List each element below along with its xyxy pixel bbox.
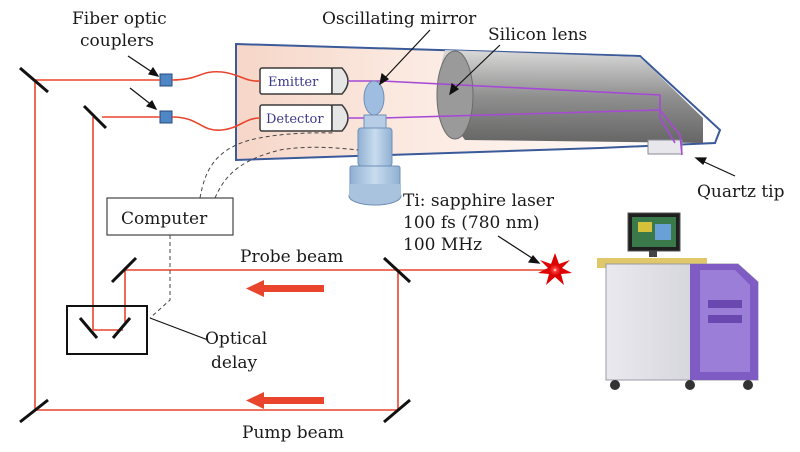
probe-beam-arrow <box>246 280 324 297</box>
fiber-couplers-label-line2: couplers <box>80 31 154 51</box>
pump-beam-arrow <box>246 392 324 409</box>
mirror-bottom-right <box>383 398 411 424</box>
optical-delay-box <box>66 305 148 355</box>
oscillating-mirror-label: Oscillating mirror <box>322 9 477 29</box>
detector-label: Detector <box>266 112 324 127</box>
emitter-module: Emitter <box>259 67 349 95</box>
pump-beam-label: Pump beam <box>242 423 344 443</box>
laser-label-line3: 100 MHz <box>403 235 482 255</box>
cable-to-delay <box>149 235 171 319</box>
emitter-label: Emitter <box>268 75 319 90</box>
fiber-couplers-label-line1: Fiber optic <box>72 9 167 29</box>
cable-to-mirror <box>214 146 359 199</box>
leader-lines <box>127 29 736 341</box>
silicon-lens-label: Silicon lens <box>488 25 587 45</box>
cable-to-detector <box>199 132 336 199</box>
silicon-lens-face <box>436 50 474 140</box>
mirror-bottom-left <box>19 398 49 424</box>
fiber-to-emitter <box>171 70 261 82</box>
mirror-probe-left <box>110 256 138 284</box>
mirror-fiber <box>82 104 108 130</box>
optical-delay-label-line1: Optical <box>205 329 267 349</box>
thz-emit-path <box>348 80 676 144</box>
thz-system-machine <box>597 212 759 390</box>
computer-box <box>106 197 234 236</box>
quartz-tip <box>647 139 683 155</box>
mirror-probe-right <box>382 256 412 284</box>
laser-label-line2: 100 fs (780 nm) <box>403 213 539 233</box>
coupler-top <box>159 73 173 87</box>
fiber-to-detector <box>171 116 261 131</box>
quartz-tip-label: Quartz tip <box>697 182 785 202</box>
detector-module: Detector <box>259 104 349 132</box>
silicon-lens <box>440 50 703 143</box>
mirror-top-left <box>19 66 49 94</box>
laser-label-line1: Ti: sapphire laser <box>403 191 555 211</box>
mirrors <box>19 66 412 424</box>
optical-delay-label-line2: delay <box>211 353 258 373</box>
oscillating-mirror-assembly <box>348 80 402 206</box>
probe-beam-label: Probe beam <box>240 247 343 267</box>
laser-source <box>538 253 572 285</box>
coupler-bottom <box>159 110 173 124</box>
computer-label: Computer <box>121 209 208 229</box>
